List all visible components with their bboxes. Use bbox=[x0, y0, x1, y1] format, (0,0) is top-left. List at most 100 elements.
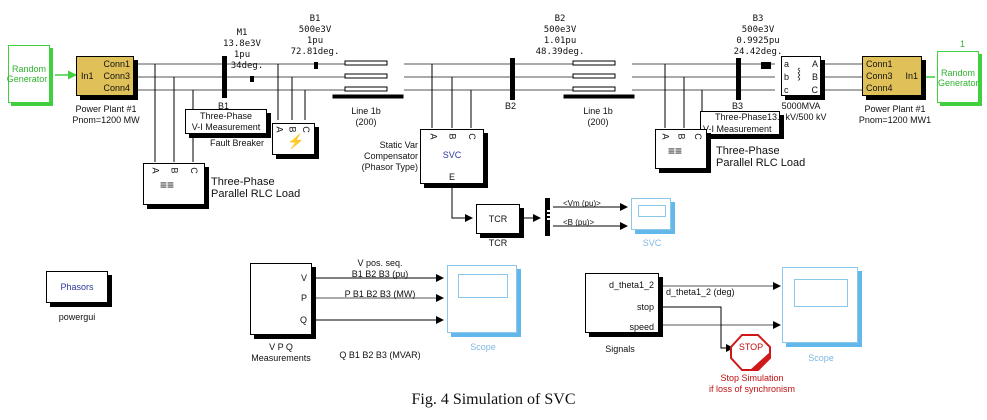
line-length: (200) bbox=[355, 117, 377, 127]
plant-pnom: Pnom=1200 MW bbox=[72, 115, 140, 125]
bus-bar-b2 bbox=[510, 58, 515, 100]
vi-label-line2: V-I Measurement bbox=[703, 124, 772, 134]
breaker-mark bbox=[761, 62, 771, 69]
rlc-load-right[interactable]: A B C ≡≡ bbox=[655, 129, 707, 169]
signal-v-label: V pos. seq. B1 B2 B3 (pu) bbox=[330, 258, 430, 280]
signal-q-label: Q B1 B2 B3 (MVAR) bbox=[339, 350, 421, 360]
generator-right-index: 1 bbox=[960, 39, 966, 49]
signals-block[interactable]: d_theta1_2 stop speed bbox=[585, 273, 659, 333]
rlc-load-left[interactable]: A B C ≡≡ bbox=[143, 163, 205, 205]
scope-signals-label: Scope bbox=[808, 353, 834, 363]
svc-block[interactable]: A B C SVC E bbox=[420, 129, 484, 184]
generator-label-line1: Random bbox=[940, 68, 976, 78]
signal-p-label: P B1 B2 B3 (MW) bbox=[344, 289, 416, 299]
vi-measurement-left[interactable]: Three-Phase V-I Measurement bbox=[185, 109, 267, 134]
bus-b3-bar-label: B3 bbox=[732, 101, 744, 111]
signal-v-line2: B1 B2 B3 (pu) bbox=[351, 269, 409, 279]
powergui-label: powergui bbox=[58, 312, 96, 322]
stop-label-line2: if loss of synchronism bbox=[708, 384, 796, 394]
port-b: B bbox=[169, 167, 180, 174]
scope-svc[interactable] bbox=[631, 198, 671, 230]
scope-vpq[interactable] bbox=[447, 265, 517, 333]
fault-breaker[interactable]: A B C ⚡ bbox=[272, 123, 315, 155]
port-a: A bbox=[274, 126, 285, 133]
random-generator-right[interactable]: Random Generator bbox=[937, 51, 979, 103]
bus-angle: 72.81deg. bbox=[290, 47, 340, 57]
port-a-upper: A bbox=[811, 59, 818, 69]
bus-pu: 1pu bbox=[233, 50, 251, 60]
svc-signal-wires bbox=[451, 184, 628, 230]
bus-angle: 34deg. bbox=[230, 61, 264, 71]
transformer-coil-icon: ⸾ bbox=[797, 68, 801, 80]
powergui-block[interactable]: Phasors bbox=[46, 271, 108, 303]
scope-screen bbox=[458, 274, 508, 298]
plant-name: Power Plant #1 bbox=[864, 104, 926, 114]
rlc-load-right-label: Three-Phase Parallel RLC Load bbox=[716, 145, 805, 169]
transformer-rating: 5000MVA bbox=[781, 101, 821, 111]
bus-name: B2 bbox=[554, 14, 566, 24]
vi-measurement-right[interactable]: Three-Phase13. V-I Measurement bbox=[700, 111, 780, 135]
random-generator-left[interactable]: Random Generator bbox=[6, 45, 50, 103]
vi-label-line1: Three-Phase13. bbox=[715, 112, 780, 122]
signal-b-label: <B (pu)> bbox=[563, 218, 595, 227]
port-c: C bbox=[466, 133, 477, 140]
bus-b2-readout: B2 500e3V 1.01pu 48.39deg. bbox=[530, 14, 590, 58]
port-b-upper: B bbox=[811, 72, 818, 82]
svc-title: SVC bbox=[442, 150, 462, 160]
signal-v-line1: V pos. seq. bbox=[357, 258, 403, 268]
bus-m1-bar-label: B1 bbox=[218, 101, 230, 111]
vi-label-line2: V-I Measurement bbox=[191, 122, 261, 132]
bus-voltage: 500e3V bbox=[741, 25, 775, 35]
transformer[interactable]: a b c A B C ⸾ bbox=[781, 56, 821, 96]
power-plant-right[interactable]: Conn1 Conn3 Conn4 In1 bbox=[862, 56, 922, 96]
stop-text[interactable]: STOP bbox=[738, 342, 764, 352]
rlc-icon: ≡≡ bbox=[160, 178, 175, 192]
mux-ports bbox=[547, 210, 550, 220]
plant-name: Power Plant #1 bbox=[75, 104, 137, 114]
power-plant-left[interactable]: Conn1 Conn3 Conn4 In1 bbox=[76, 56, 134, 96]
scope-signals[interactable] bbox=[782, 267, 858, 343]
port-conn4: Conn4 bbox=[103, 83, 130, 93]
tcr-block[interactable]: TCR bbox=[476, 204, 520, 234]
vpq-label-line2: Measurements bbox=[251, 353, 311, 363]
mux-bar bbox=[545, 198, 550, 236]
svc-label: Static Var Compensator (Phasor Type) bbox=[348, 140, 418, 173]
bus-voltage: 500e3V bbox=[543, 25, 577, 35]
port-conn1: Conn1 bbox=[103, 59, 130, 69]
bus-angle: 48.39deg. bbox=[535, 47, 585, 57]
bus-name: B1 bbox=[309, 14, 321, 24]
line-length: (200) bbox=[587, 117, 609, 127]
port-c-lower: c bbox=[784, 85, 789, 95]
svc-label-line1: Static Var bbox=[379, 140, 418, 150]
port-conn3: Conn3 bbox=[866, 71, 893, 81]
figure-caption: Fig. 4 Simulation of SVC bbox=[411, 391, 576, 408]
vpq-measurements-block[interactable]: V P Q bbox=[250, 263, 312, 335]
generator-label-line2: Generator bbox=[6, 74, 48, 84]
stop-label-line1: Stop Simulation bbox=[720, 373, 784, 383]
bus-voltage: 500e3V bbox=[298, 25, 332, 35]
generator-label-line1: Random bbox=[11, 64, 47, 74]
vpq-label-line1: V P Q bbox=[269, 342, 293, 352]
vpq-label: V P Q Measurements bbox=[240, 342, 322, 364]
port-v: V bbox=[300, 273, 307, 283]
port-c: C bbox=[300, 126, 311, 133]
line-name: Line 1b bbox=[583, 106, 613, 116]
port-q: Q bbox=[299, 315, 307, 325]
load-label-line2: Parallel RLC Load bbox=[211, 188, 301, 200]
port-b: B bbox=[447, 133, 458, 140]
line-1b-right bbox=[563, 60, 635, 99]
tap-wires-left bbox=[154, 64, 703, 162]
scope-screen bbox=[638, 205, 666, 217]
line-1b-right-label: Line 1b (200) bbox=[578, 106, 618, 128]
port-a: A bbox=[660, 133, 671, 140]
port-speed: speed bbox=[629, 322, 654, 332]
port-c-upper: C bbox=[811, 85, 819, 95]
port-d-theta: d_theta1_2 bbox=[608, 280, 654, 290]
bus-voltage: 13.8e3V bbox=[223, 39, 261, 49]
rlc-load-left-label: Three-Phase Parallel RLC Load bbox=[211, 176, 300, 200]
port-in1: In1 bbox=[905, 71, 918, 81]
rlc-icon: ≡≡ bbox=[668, 144, 683, 158]
bus-pu: 0.9925pu bbox=[736, 36, 780, 46]
scope-screen bbox=[794, 279, 848, 307]
